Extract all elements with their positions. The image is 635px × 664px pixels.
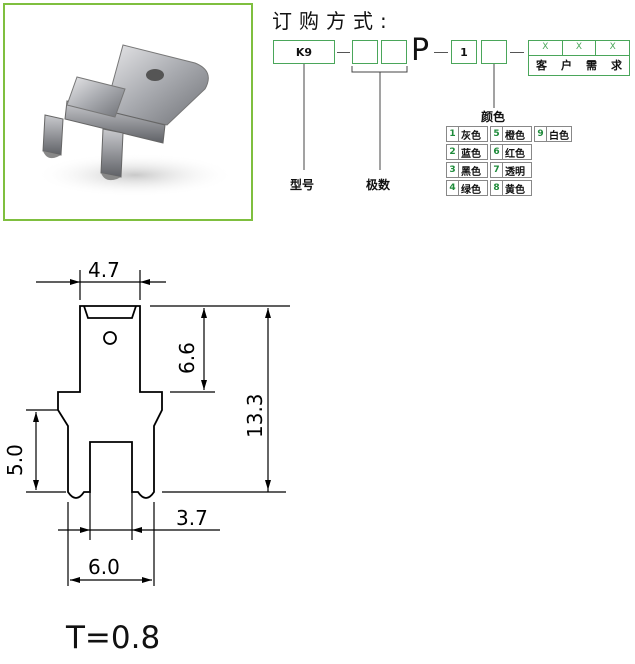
- color-code-box: 1: [451, 40, 477, 64]
- customer-label-char: 求: [611, 59, 622, 72]
- customer-label-char: 户: [561, 59, 572, 72]
- terminal-photo-illustration: [35, 44, 235, 197]
- model-code-box: K9: [273, 40, 335, 64]
- technical-drawing: 4.7 6.6 13.3 5.0 3.7 6.0: [3, 258, 290, 586]
- customer-requirement-box: X X X 客 户 需 求: [528, 40, 630, 76]
- dim-top-width: 4.7: [88, 258, 120, 282]
- customer-x-2: X: [563, 41, 597, 55]
- dim-total-height: 13.3: [243, 393, 267, 438]
- customer-label-char: 需: [586, 59, 597, 72]
- customer-x-3: X: [609, 42, 616, 52]
- label-model: 型号: [290, 178, 315, 192]
- separator-dash: [434, 52, 448, 53]
- dim-upper-height: 6.6: [175, 342, 199, 374]
- terminal-outline: [57, 305, 163, 499]
- dimension-arrows: [33, 279, 271, 583]
- pole-digit-box-1: [352, 40, 378, 64]
- separator-dash: [510, 52, 524, 53]
- option-box: [481, 40, 507, 64]
- thickness-label: T=0.8: [66, 620, 161, 656]
- model-code: K9: [295, 45, 313, 59]
- order-leader-lines: [303, 64, 495, 170]
- dimension-lines: [26, 270, 290, 586]
- p-letter: P: [411, 33, 430, 68]
- label-poles: 极数: [366, 178, 391, 192]
- separator-dash: [337, 52, 350, 53]
- product-photo: [3, 3, 253, 221]
- label-color: 颜色: [481, 110, 506, 124]
- customer-x-1: X: [529, 41, 563, 55]
- customer-label-char: 客: [536, 59, 547, 72]
- dim-leg-height: 5.0: [3, 444, 27, 476]
- dim-bottom-width: 6.0: [88, 555, 120, 579]
- pole-digit-box-2: [381, 40, 407, 64]
- dim-leg-width: 3.7: [176, 506, 208, 530]
- order-title: 订购方式:: [272, 9, 394, 33]
- color-code: 1: [460, 45, 468, 59]
